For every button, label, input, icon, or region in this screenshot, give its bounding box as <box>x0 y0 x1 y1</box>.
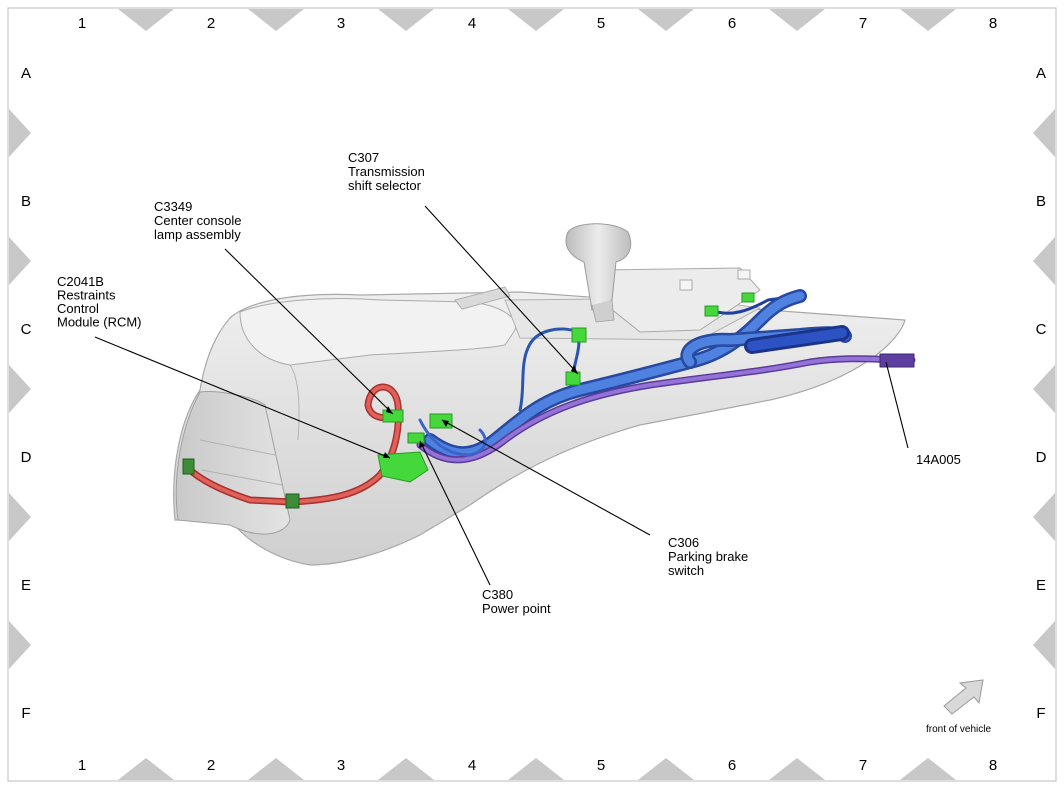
top-column-label-8: 8 <box>989 15 997 32</box>
bottom-edge-marker <box>248 758 304 780</box>
left-edge-marker <box>9 237 31 285</box>
bottom-column-label-6: 6 <box>728 757 736 774</box>
bottom-column-label-7: 7 <box>859 757 867 774</box>
bottom-column-label-4: 4 <box>468 757 476 774</box>
top-column-label-2: 2 <box>207 15 215 32</box>
center-console <box>173 223 906 566</box>
callout-c306: C306 Parking brake switch <box>668 535 752 578</box>
connector-rear-lamp <box>182 458 195 475</box>
top-edge-marker <box>378 9 434 31</box>
bottom-edge-marker <box>508 758 564 780</box>
top-edge-marker <box>508 9 564 31</box>
leader-c380 <box>419 440 491 586</box>
right-row-label-E: E <box>1036 577 1046 594</box>
top-edge-marker <box>638 9 694 31</box>
connector-c307-lower <box>565 371 581 386</box>
leader-c2041b <box>94 336 391 459</box>
top-column-label-7: 7 <box>859 15 867 32</box>
leader-lines <box>94 205 909 586</box>
shift-lever <box>565 223 632 311</box>
top-column-label-4: 4 <box>468 15 476 32</box>
top-column-label-3: 3 <box>337 15 345 32</box>
grid-markers <box>9 9 1055 780</box>
top-edge-marker <box>900 9 956 31</box>
leader-c307 <box>424 205 579 375</box>
bottom-edge-marker <box>900 758 956 780</box>
front-of-vehicle-label: front of vehicle <box>926 724 991 735</box>
callout-c307: C307 Transmission shift selector <box>348 150 428 193</box>
left-edge-marker <box>9 365 31 413</box>
top-column-label-5: 5 <box>597 15 605 32</box>
left-edge-marker <box>9 493 31 541</box>
connector-c3349 <box>382 409 404 423</box>
right-edge-marker <box>1033 237 1055 285</box>
callout-c3349: C3349 Center console lamp assembly <box>154 199 245 242</box>
front-of-vehicle-indicator: front of vehicle <box>926 679 991 735</box>
left-row-label-F: F <box>21 705 30 722</box>
callout-14a005: 14A005 <box>916 452 961 467</box>
connector-c380-upper <box>407 432 425 444</box>
main-trunk <box>425 291 805 458</box>
left-row-label-C: C <box>21 321 32 338</box>
right-edge-marker <box>1033 109 1055 157</box>
left-row-label-B: B <box>21 193 31 210</box>
bottom-edge-marker <box>378 758 434 780</box>
callout-c380: C380 Power point <box>482 587 551 616</box>
right-edge-marker <box>1033 493 1055 541</box>
bottom-column-label-3: 3 <box>337 757 345 774</box>
left-row-label-A: A <box>21 65 31 82</box>
left-edge-marker <box>9 621 31 669</box>
connector-rear-right <box>285 493 300 509</box>
bottom-edge-marker <box>769 758 825 780</box>
right-row-label-C: C <box>1036 321 1047 338</box>
bottom-edge-marker <box>638 758 694 780</box>
leader-14a005 <box>885 361 909 449</box>
bottom-column-label-2: 2 <box>207 757 215 774</box>
bottom-edge-marker <box>118 758 174 780</box>
bottom-column-label-5: 5 <box>597 757 605 774</box>
top-edge-marker <box>248 9 304 31</box>
left-row-label-E: E <box>21 577 31 594</box>
right-row-label-D: D <box>1036 449 1047 466</box>
callout-c2041b: C2041B Restraints Control Module (RCM) <box>57 274 142 330</box>
c307-branch <box>518 327 581 412</box>
connectors <box>182 292 755 509</box>
bottom-column-label-8: 8 <box>989 757 997 774</box>
top-edge-marker <box>769 9 825 31</box>
connector-upper-right-b <box>741 292 755 303</box>
connector-upper-right-a <box>704 305 719 317</box>
leader-c3349 <box>224 248 394 415</box>
connector-c307 <box>571 327 587 343</box>
leader-c306 <box>441 419 651 536</box>
top-edge-marker <box>118 9 174 31</box>
right-row-label-F: F <box>1036 705 1045 722</box>
left-row-label-D: D <box>21 449 32 466</box>
bottom-column-label-1: 1 <box>78 757 86 774</box>
right-edge-marker <box>1033 621 1055 669</box>
top-column-label-6: 6 <box>728 15 736 32</box>
connector-c2041b <box>377 451 429 483</box>
right-row-label-A: A <box>1036 65 1046 82</box>
left-edge-marker <box>9 109 31 157</box>
top-column-label-1: 1 <box>78 15 86 32</box>
right-row-label-B: B <box>1036 193 1046 210</box>
purple-harness <box>418 356 914 462</box>
armrest-lid <box>239 298 517 366</box>
arrow-icon <box>943 679 984 715</box>
right-edge-marker <box>1033 365 1055 413</box>
